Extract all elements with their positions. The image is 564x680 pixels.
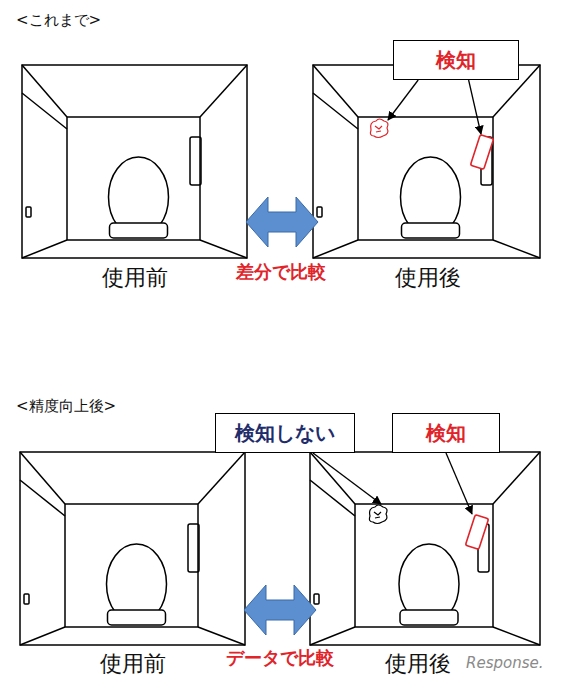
node-text: 検知 <box>436 49 476 71</box>
watermark: Response. <box>466 655 543 672</box>
room-before <box>20 452 245 645</box>
node-text: 検知 <box>426 422 466 444</box>
red-item <box>465 515 488 550</box>
not-detect-box: 検知しない <box>215 413 355 453</box>
paper-scrap <box>370 119 388 138</box>
room-before <box>22 65 247 258</box>
state-label: 使用前 <box>100 652 166 676</box>
detect-box: 検知 <box>392 413 500 453</box>
compare-arrow <box>244 585 316 635</box>
state-label: 使用後 <box>395 266 461 290</box>
compare-note: 差分で比較 <box>236 262 326 282</box>
leader-line <box>446 453 472 514</box>
room-after <box>313 65 540 258</box>
leader-line <box>313 453 381 504</box>
section-title: <精度向上後> <box>16 398 116 415</box>
leader-line <box>469 80 481 134</box>
paper-scrap <box>369 505 387 524</box>
leader-line <box>388 80 418 120</box>
state-label: 使用前 <box>102 266 168 290</box>
section-title: <これまで> <box>16 12 101 29</box>
compare-arrow <box>246 197 318 247</box>
state-label: 使用後 <box>385 652 451 676</box>
node-text: 検知しない <box>235 422 335 444</box>
room-after <box>310 452 540 645</box>
detect-box: 検知 <box>393 40 519 80</box>
compare-note: データで比較 <box>226 648 334 668</box>
red-item <box>470 135 493 170</box>
